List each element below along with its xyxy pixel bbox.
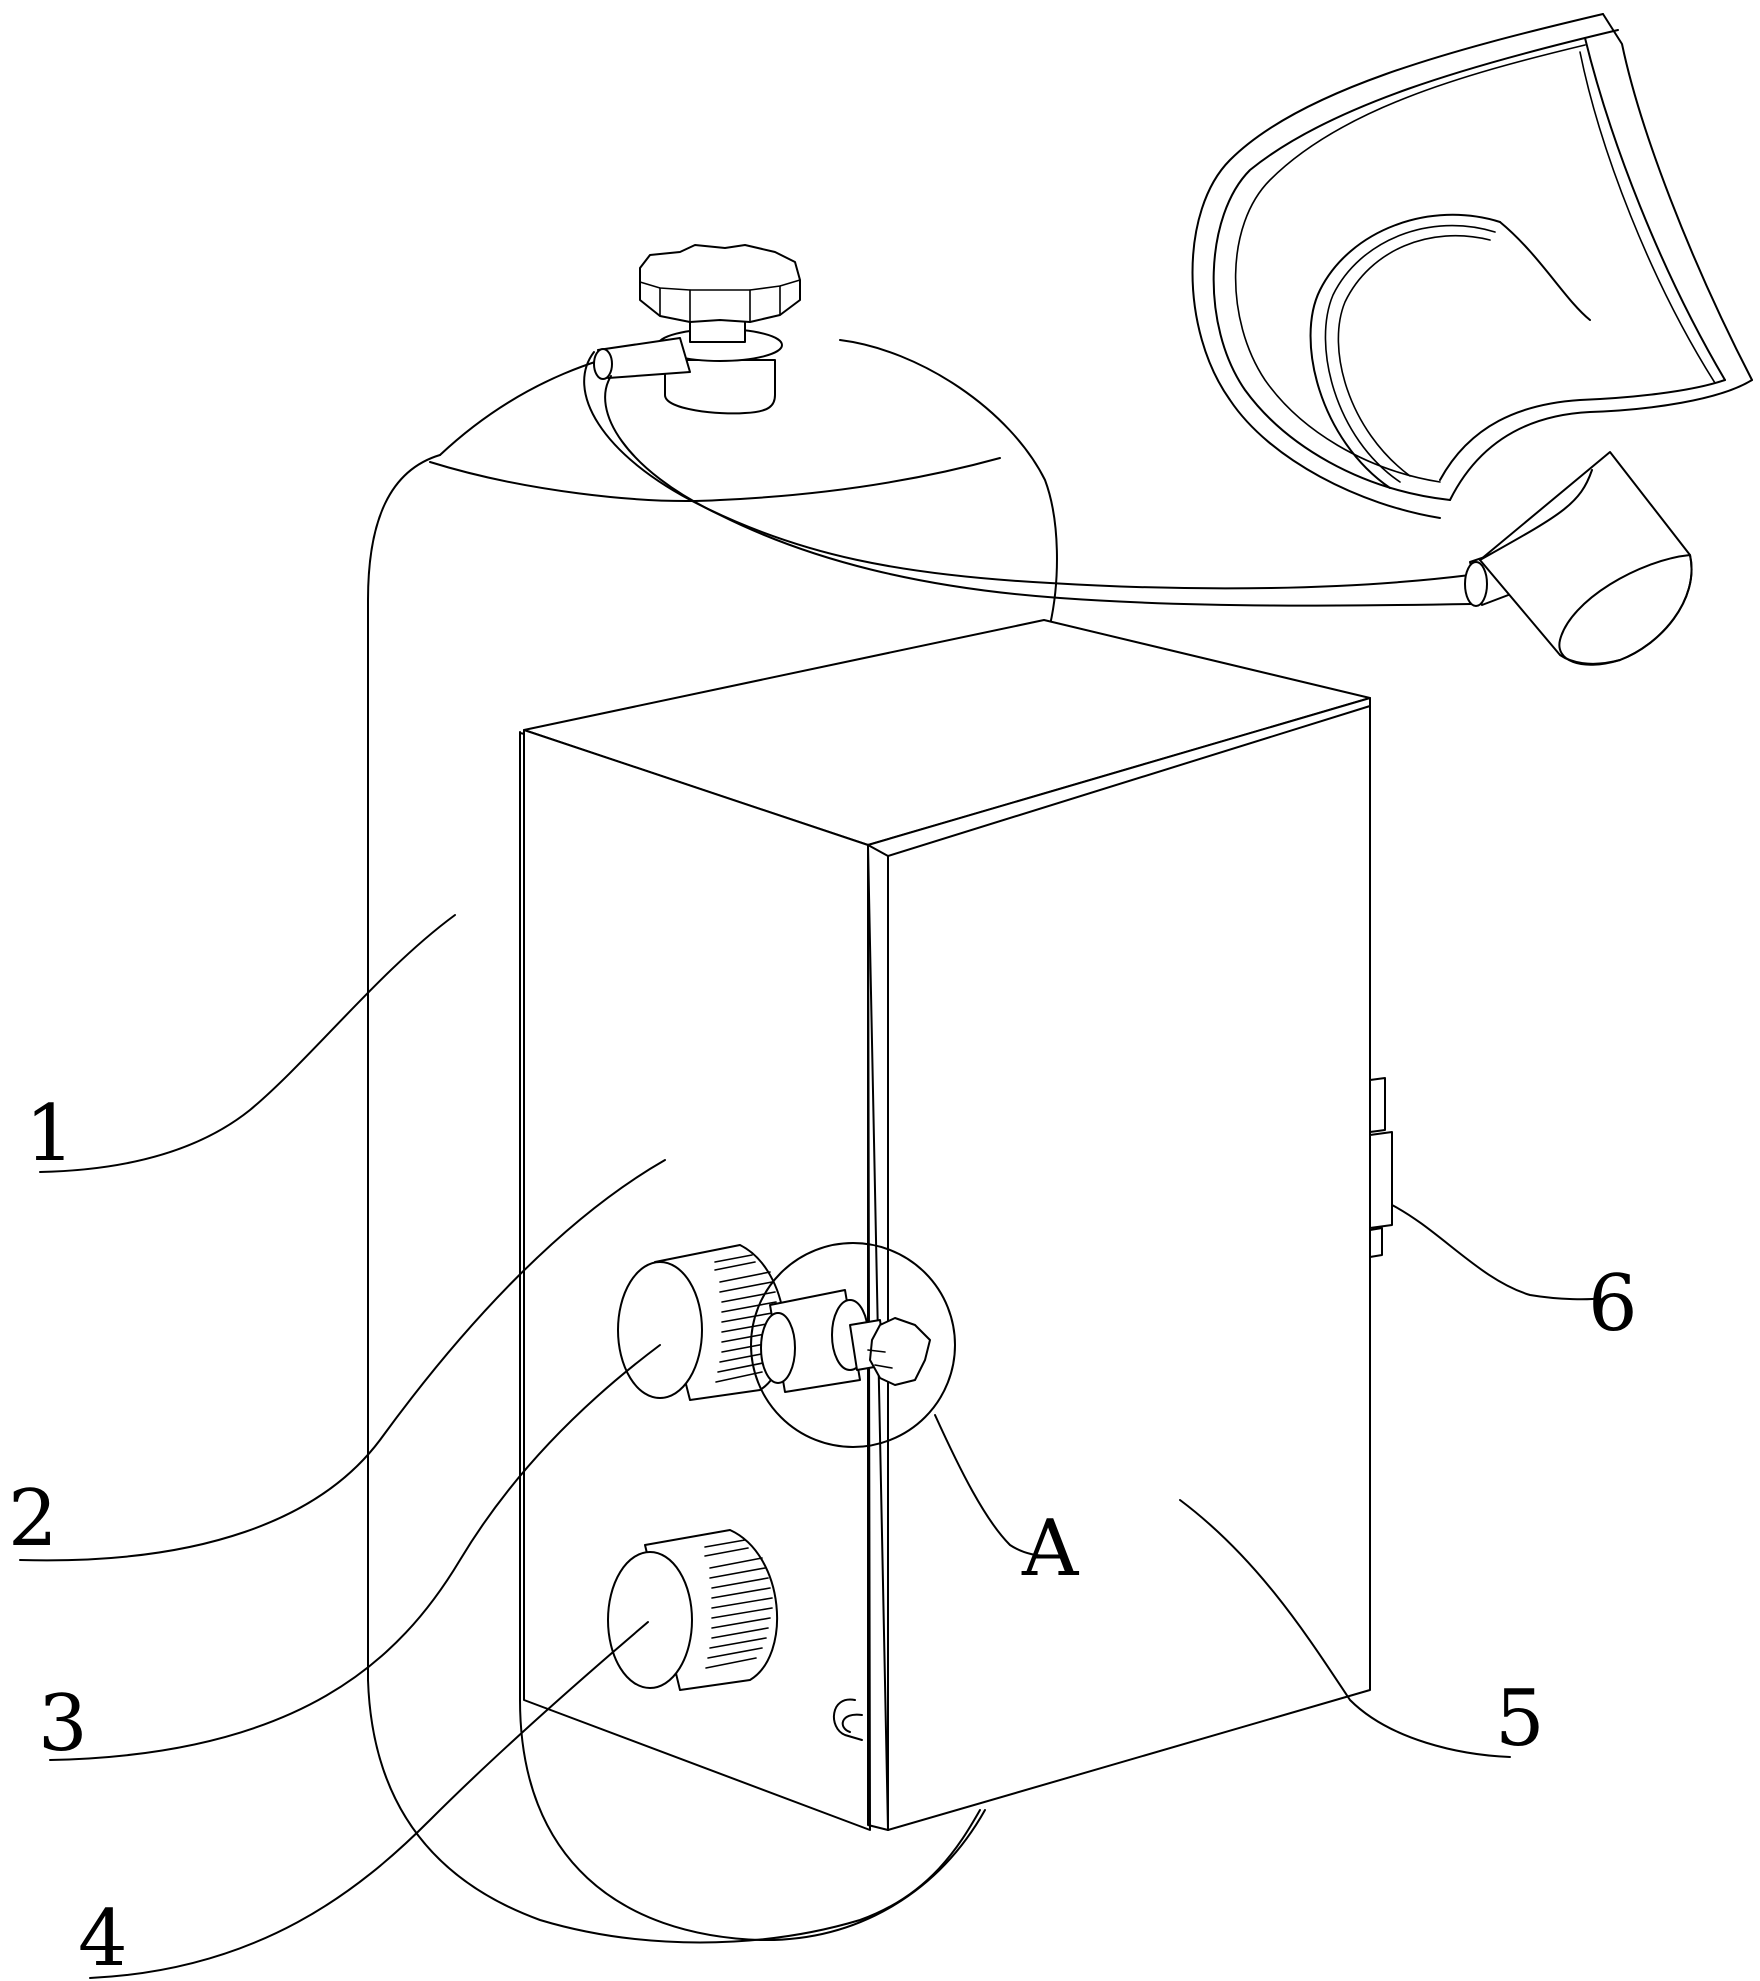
label-1: 1: [25, 1089, 75, 1179]
leader-6: [1392, 1205, 1600, 1299]
label-3: 3: [38, 1679, 88, 1769]
label-5: 5: [1495, 1674, 1545, 1764]
label-6: 6: [1588, 1259, 1638, 1349]
label-a: A: [1021, 1504, 1080, 1594]
hinge: [1370, 1078, 1392, 1257]
label-4: 4: [78, 1894, 128, 1981]
leader-1: [40, 915, 455, 1172]
label-2: 2: [8, 1474, 58, 1564]
tank-valve: [594, 245, 800, 413]
